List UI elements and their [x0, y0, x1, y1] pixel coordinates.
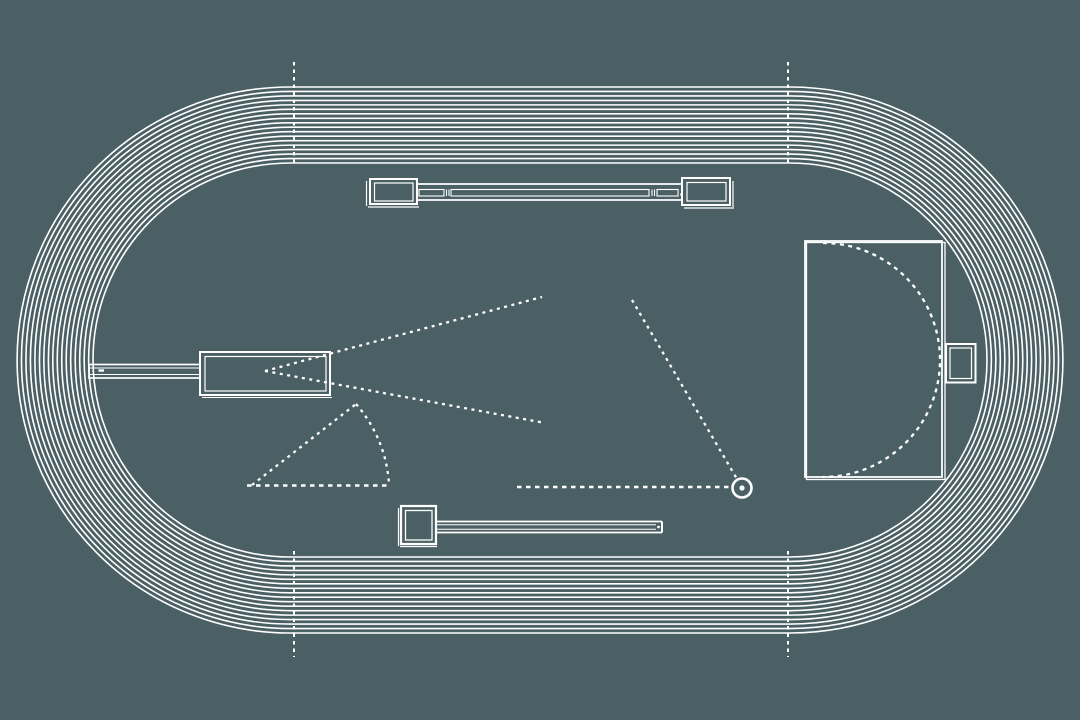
goal-box-inner: [949, 347, 973, 380]
javelin-box-outer: [199, 351, 331, 396]
lane-line: [43, 113, 1037, 607]
javelin-sector-ray-upper: [264, 295, 543, 373]
running-track: [16, 86, 1064, 634]
goal-box-outer: [945, 343, 977, 384]
goal-area-box-offset: [805, 241, 946, 481]
lane-line: [92, 162, 988, 558]
top-runway-right-pit-outer: [681, 177, 731, 206]
lane-line: [16, 86, 1064, 634]
lane-line: [69, 139, 1011, 581]
right-sector-throwing-circle: [731, 477, 753, 499]
top-runway-lane-segment-3: [656, 188, 679, 197]
top-runway-right-pit-inner: [686, 181, 727, 202]
lane-line: [60, 130, 1020, 590]
left-sector-arc: [355, 403, 391, 485]
lane-line: [38, 108, 1042, 612]
right-sector-ray-diagonal: [631, 299, 738, 480]
lane-line: [29, 99, 1051, 621]
javelin-box-inner: [204, 355, 327, 392]
lane-line: [78, 148, 1002, 572]
lane-line: [34, 104, 1046, 616]
lane-line: [87, 157, 993, 563]
goal-area-arc: [822, 241, 942, 479]
lane-line: [47, 117, 1033, 603]
top-runway-lane-segment-1: [418, 188, 445, 197]
goal-area-box-outer: [804, 240, 943, 478]
lane-line: [25, 95, 1055, 625]
lane-line: [74, 144, 1006, 576]
bottom-pit-inner: [404, 509, 433, 541]
javelin-runway-outer: [88, 363, 201, 379]
lane-line: [52, 121, 1028, 599]
right-sector-circle-center: [739, 485, 745, 491]
javelin-sector-ray-lower: [264, 369, 546, 425]
top-runway-left-pit-outer: [369, 178, 418, 205]
bottom-pit-outer: [399, 504, 438, 546]
top-runway-lane-segment-2: [450, 188, 650, 197]
bottom-runway-dot: [657, 525, 660, 529]
top-runway-left-pit-inner: [373, 182, 414, 202]
lane-line: [83, 153, 997, 567]
lane-line: [56, 126, 1024, 594]
left-sector-ray-diagonal: [251, 403, 357, 486]
lane-line: [20, 90, 1060, 630]
lane-line: [65, 135, 1015, 585]
top-runway-dot: [680, 193, 683, 196]
